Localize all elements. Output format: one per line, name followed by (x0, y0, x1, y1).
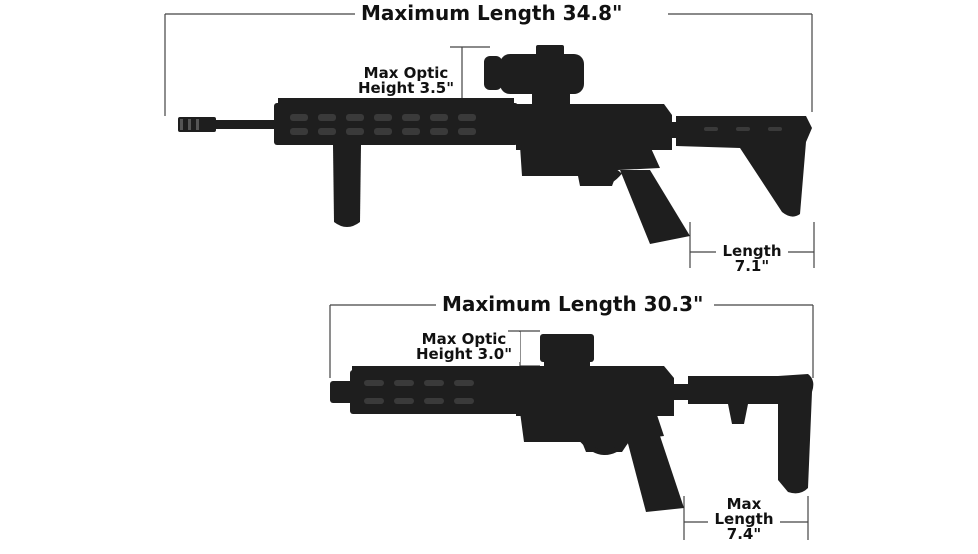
rifle-silhouette (178, 45, 812, 244)
rifle-upper-receiver (516, 104, 672, 150)
pistol-brace-frame (688, 376, 792, 424)
pistol-optic-label-line1: Max Optic (421, 330, 507, 348)
pistol-top-rail (352, 366, 518, 372)
pistol-optic-height-label: Max Optic Height 3.0" (408, 332, 520, 362)
rifle-optic-turret (536, 45, 564, 57)
pistol-brace-label-line1: Max (726, 495, 762, 513)
rifle-top-rail (278, 98, 514, 105)
pistol-brace (778, 374, 814, 494)
pistol-optic (540, 334, 594, 362)
rifle-stock-label-line2: 7.1" (734, 257, 770, 275)
rifle-optic-label-line1: Max Optic (363, 64, 449, 82)
rifle-stock-label-line1: Length (722, 242, 782, 260)
rifle-dimension-lines (164, 13, 815, 268)
rifle-foregrip (333, 145, 361, 227)
pistol-brace-length-label: Max Length 7.4" (708, 497, 780, 542)
pistol-upper-receiver (516, 366, 674, 416)
rifle-stock (676, 116, 812, 217)
rifle-max-length-label: Maximum Length 34.8" (355, 3, 629, 23)
pistol-grip (626, 436, 684, 512)
rifle-barrel (214, 120, 276, 129)
rifle-optic-height-label: Max Optic Height 3.5" (352, 66, 460, 96)
rifle-optic-label-line2: Height 3.5" (357, 79, 455, 97)
rifle-optic-front (484, 56, 502, 90)
pistol-muzzle (330, 381, 354, 403)
rifle-lower-receiver (520, 146, 660, 186)
pistol-optic-mount (544, 360, 590, 368)
pistol-silhouette (330, 334, 814, 512)
rifle-handguard (274, 103, 518, 145)
rifle-optic-body (500, 54, 584, 94)
pistol-max-length-label: Maximum Length 30.3" (436, 294, 710, 314)
rifle-pistol-grip (620, 170, 690, 244)
rifle-optic-mount (532, 92, 570, 106)
rifle-stock-length-label: Length 7.1" (716, 244, 788, 274)
pistol-brace-label-line3: 7.4" (726, 525, 762, 543)
pistol-brace-label-line2: Length (714, 510, 774, 528)
pistol-handguard (350, 370, 520, 414)
pistol-optic-label-line2: Height 3.0" (415, 345, 513, 363)
